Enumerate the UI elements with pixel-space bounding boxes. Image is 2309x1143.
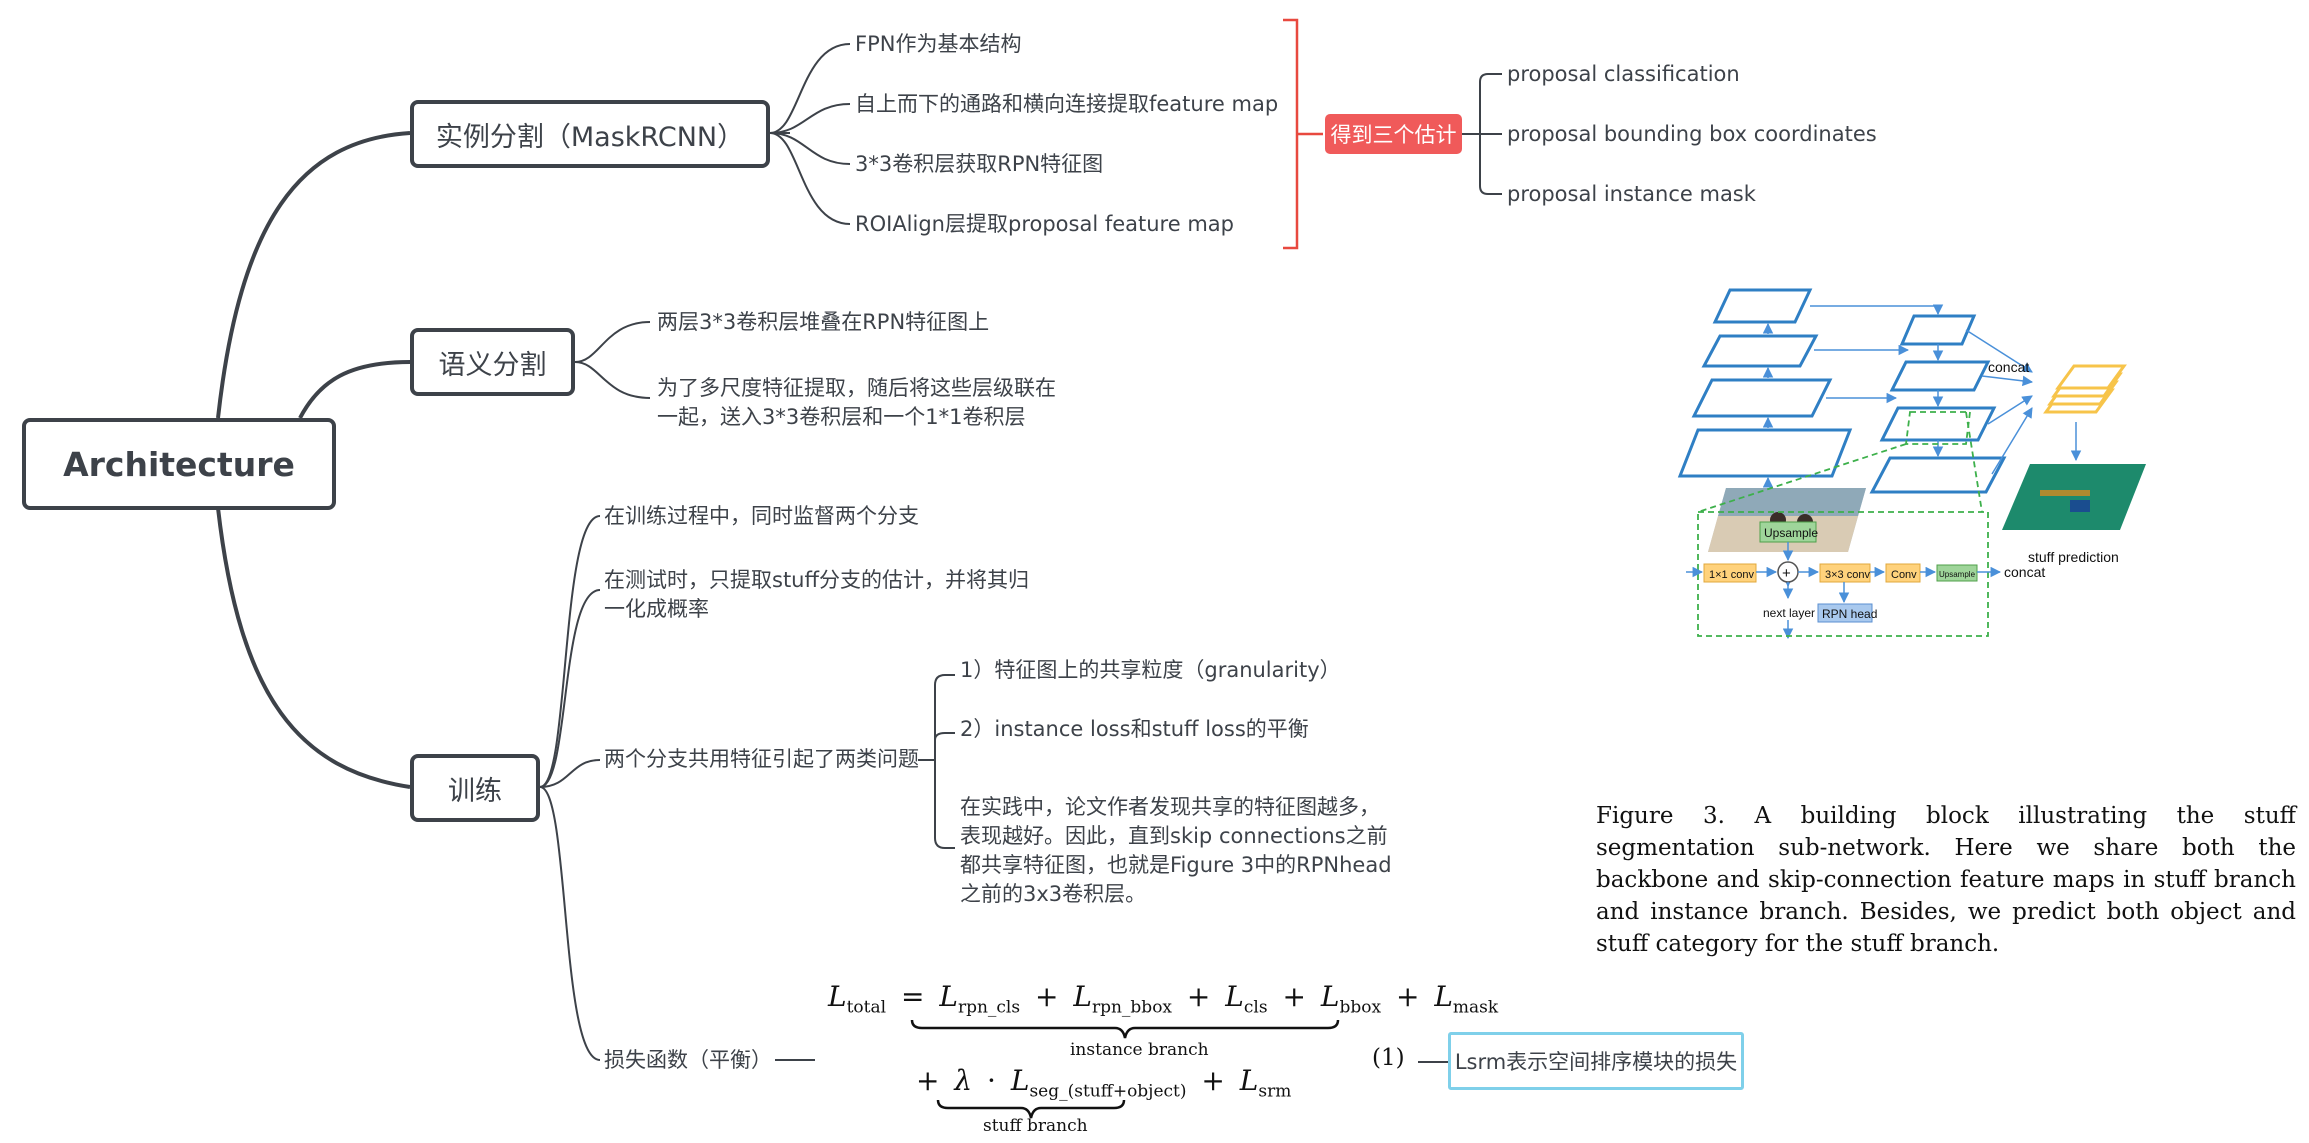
branch-semantic-label: 语义分割 <box>438 349 547 381</box>
branch-mask-rcnn[interactable]: 实例分割（MaskRCNN） <box>410 100 770 168</box>
eq-t4: L <box>1320 980 1340 1013</box>
eq-t3-sub: cls <box>1243 997 1268 1018</box>
train-connectors <box>539 515 1448 1063</box>
estimate-badge[interactable]: 得到三个估计 <box>1325 114 1462 154</box>
upsample-small-label: Upsample <box>1939 570 1976 579</box>
semantic-connectors <box>574 321 651 399</box>
eq-plus-2: + <box>1186 980 1211 1013</box>
train-child-2[interactable]: 在测试时，只提取stuff分支的估计，并将其归一化成概率 <box>604 568 1029 621</box>
fpn-pyramid <box>1869 314 2007 494</box>
estimate-connectors <box>1462 73 1502 195</box>
conv-box <box>1885 563 1921 583</box>
block-arrows <box>1686 542 2002 604</box>
backbone-pyramid <box>1677 288 1853 478</box>
eq-dot: · <box>987 1064 996 1097</box>
estimate-badge-label: 得到三个估计 <box>1330 123 1457 147</box>
rpn-head-box <box>1817 603 1873 623</box>
eq-t2: L <box>1073 980 1092 1013</box>
branch-training[interactable]: 训练 <box>410 754 540 822</box>
eq-t1: L <box>939 980 958 1013</box>
issue-loss-balance[interactable]: 2）instance loss和stuff loss的平衡 <box>960 717 1309 741</box>
eq-t1-sub: rpn_cls <box>957 997 1021 1018</box>
pyramid-arrows <box>1762 304 2082 640</box>
eq-t6-sub: seg_(stuff+object) <box>1029 1081 1187 1102</box>
upsample-small-box <box>1936 564 1978 582</box>
eq-t7: L <box>1239 1064 1259 1097</box>
instance-brace <box>910 1019 1340 1039</box>
stuff-brace-label: stuff branch <box>983 1116 1088 1136</box>
semantic-child-1[interactable]: 两层3*3卷积层堆叠在RPN特征图上 <box>657 310 990 334</box>
mask-child-2[interactable]: 自上而下的通路和横向连接提取feature map <box>855 92 1279 116</box>
root-connectors <box>216 131 411 789</box>
eq-plus-6: + <box>1201 1064 1225 1097</box>
mask-branch-connectors <box>769 43 851 225</box>
concat-stack <box>2043 364 2127 414</box>
eq-t5-sub: mask <box>1452 997 1499 1018</box>
branch-semantic[interactable]: 语义分割 <box>410 328 575 396</box>
eq-t3: L <box>1225 980 1244 1013</box>
eq-plus-1: + <box>1035 980 1059 1013</box>
eq-t2-sub: rpn_bbox <box>1091 997 1173 1018</box>
conv-label: Conv <box>1891 569 1917 581</box>
conv1x1-label: 1×1 conv <box>1709 569 1754 581</box>
conv3x3-box <box>1819 563 1871 583</box>
estimate-bracket <box>1283 18 1323 250</box>
train-child-1[interactable]: 在训练过程中，同时监督两个分支 <box>604 504 919 528</box>
sum-plus: + <box>1782 565 1791 582</box>
mask-child-3[interactable]: 3*3卷积层获取RPN特征图 <box>855 152 1104 176</box>
figure3-diagram: concat stuff prediction Upsample 1×1 con… <box>1677 288 2146 640</box>
mask-child-4[interactable]: ROIAlign层提取proposal feature map <box>855 212 1234 236</box>
estimate-mask[interactable]: proposal instance mask <box>1507 182 1756 206</box>
stuff-prediction-map <box>2002 464 2146 530</box>
root-label: Architecture <box>63 444 295 484</box>
loss-note-label: Lsrm表示空间排序模块的损失 <box>1454 1050 1738 1074</box>
eq-t7-sub: srm <box>1258 1081 1292 1102</box>
equation-number: (1) <box>1372 1045 1405 1071</box>
next-layer-label: next layer <box>1763 606 1815 620</box>
eq-t4-sub: bbox <box>1339 997 1382 1018</box>
loss-equation: Ltotal = Lrpn_cls + Lrpn_bbox + Lcls + L… <box>828 980 1498 1136</box>
issue-practice-note[interactable]: 在实践中，论文作者发现共享的特征图越多，表现越好。因此，直到skip conne… <box>960 795 1392 906</box>
train-child-4[interactable]: 损失函数（平衡） <box>604 1048 772 1072</box>
eq-plus-4: + <box>1395 980 1420 1013</box>
figure-caption: Figure 3. A building block illustrating … <box>1596 803 2296 957</box>
instance-brace-label: instance branch <box>1070 1040 1209 1060</box>
branch-mask-label: 实例分割（MaskRCNN） <box>435 121 745 153</box>
equation-line1: Ltotal = Lrpn_cls + Lrpn_bbox + Lcls + L… <box>828 980 1498 1018</box>
stuff-brace <box>936 1099 1126 1119</box>
equation-line2: + λ · Lseg_(stuff+object) + Lsrm <box>916 1064 1291 1102</box>
branch-train-label: 训练 <box>448 775 502 807</box>
train-child-3[interactable]: 两个分支共用特征引起了两类问题 <box>604 747 919 771</box>
conv1x1-box <box>1703 563 1757 583</box>
stuff-prediction-label: stuff prediction <box>2028 549 2119 565</box>
eq-lhs: L <box>828 980 847 1013</box>
eq-t6: L <box>1010 1064 1030 1097</box>
loss-note-box[interactable]: Lsrm表示空间排序模块的损失 <box>1448 1032 1744 1090</box>
mask-child-1[interactable]: FPN作为基本结构 <box>855 32 1022 56</box>
eq-equals: = <box>900 980 925 1013</box>
eq-t5: L <box>1434 980 1453 1013</box>
upsample-label: Upsample <box>1764 526 1818 540</box>
root-node[interactable]: Architecture <box>22 418 336 510</box>
eq-lambda: λ <box>954 1064 973 1097</box>
eq-lhs-sub: total <box>846 997 887 1018</box>
semantic-child-2[interactable]: 为了多尺度特征提取，随后将这些层级联在一起，送入3*3卷积层和一个1*1卷积层 <box>657 376 1056 429</box>
concat-top-label: concat <box>1988 359 2029 375</box>
eq-plus-3: + <box>1282 980 1306 1013</box>
conv3x3-label: 3×3 conv <box>1825 569 1870 581</box>
eq-plus-5: + <box>916 1064 940 1097</box>
estimate-bbox[interactable]: proposal bounding box coordinates <box>1507 122 1877 146</box>
estimate-classification[interactable]: proposal classification <box>1507 62 1740 86</box>
issue-granularity[interactable]: 1）特征图上的共享粒度（granularity） <box>960 658 1341 682</box>
rpn-head-label: RPN head <box>1822 607 1877 621</box>
concat-right-label: concat <box>2004 564 2045 580</box>
